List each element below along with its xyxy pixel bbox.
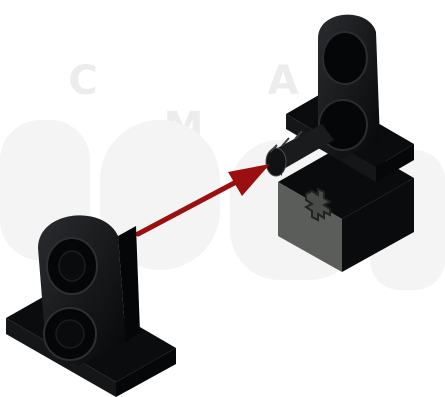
- target-assembly: [266, 15, 414, 272]
